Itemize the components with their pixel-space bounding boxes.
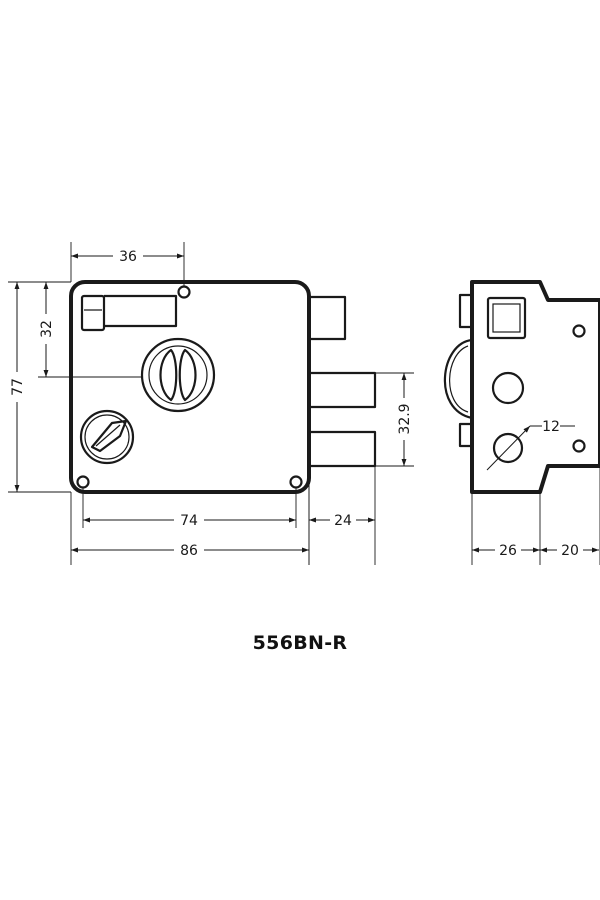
dim-label-12: 12	[542, 419, 560, 435]
dim-side-depth: 26	[471, 492, 541, 565]
side-screw-hole-top	[572, 324, 586, 338]
dim-label-32-9: 32.9	[397, 403, 413, 434]
side-hub	[443, 338, 473, 420]
side-tab-bottom	[458, 422, 474, 448]
dim-label-86: 86	[180, 543, 198, 559]
side-latch-window	[486, 296, 527, 340]
dim-bolt-spacing: 32.9	[375, 372, 414, 467]
dim-label-36: 36	[119, 249, 137, 265]
dim-height-inner: 32	[37, 281, 142, 378]
side-view	[443, 280, 600, 494]
dim-width-top: 36	[70, 242, 185, 286]
dim-label-20: 20	[561, 543, 579, 559]
lock-body-outline	[69, 280, 311, 494]
knob	[79, 409, 135, 465]
screw-hole-top-right	[177, 285, 191, 299]
screw-hole-bottom-right	[289, 475, 303, 489]
cylinder-hub	[140, 337, 216, 413]
dim-label-26: 26	[499, 543, 517, 559]
dim-width-total: 86	[70, 466, 310, 565]
dimension-lines: 36 32 77 32.9	[8, 242, 600, 565]
front-view	[69, 280, 377, 494]
dim-label-32: 32	[39, 320, 55, 338]
dim-label-74: 74	[180, 513, 198, 529]
dim-bolt-projection: 24	[308, 466, 376, 565]
dim-side-flange: 20	[540, 466, 600, 565]
deadbolt-bottom	[307, 430, 377, 468]
dim-label-24: 24	[334, 513, 352, 529]
side-cylinder-hole	[492, 432, 524, 464]
side-body-outline	[470, 280, 600, 494]
deadbolt-top	[307, 295, 347, 341]
deadbolt-middle	[307, 371, 377, 409]
dim-screw-spacing: 74	[82, 488, 297, 529]
screw-hole-bottom-left	[76, 475, 90, 489]
dim-height-total: 77	[8, 281, 71, 493]
side-tab-top	[458, 293, 474, 329]
latch-block	[80, 294, 178, 332]
model-caption: 556BN-R	[252, 632, 348, 654]
dim-label-77: 77	[10, 378, 26, 396]
dim-cylinder-diameter: 12	[486, 419, 575, 471]
side-screw-hole-bottom	[572, 439, 586, 453]
side-spindle-hole	[491, 371, 525, 405]
